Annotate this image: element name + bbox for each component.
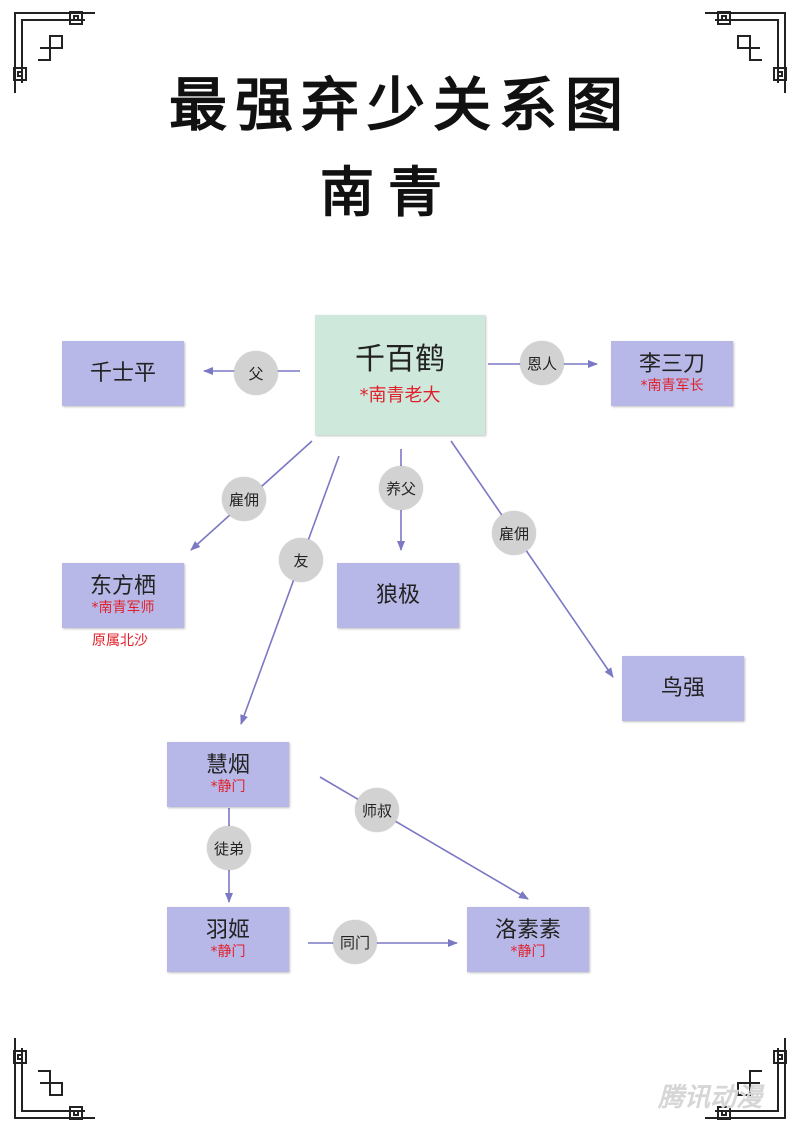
node-benefactor-note: *南青军长 bbox=[640, 377, 704, 394]
corner-ornament-top-right-icon bbox=[705, 11, 787, 93]
node-langji: 狼极 bbox=[337, 563, 459, 628]
node-niaoqiang-name: 鸟强 bbox=[660, 675, 705, 701]
relation-label-disciple: 徒弟 bbox=[207, 826, 251, 870]
node-huiyan: 慧烟 *静门 bbox=[167, 742, 289, 807]
node-center: 千百鹤 *南青老大 bbox=[315, 315, 485, 435]
arrow-employ-niaoqiang bbox=[450, 440, 614, 678]
diagram-title: 最强弃少关系图 bbox=[168, 71, 631, 139]
relation-label-employ-niaoqiang: 雇佣 bbox=[492, 511, 536, 555]
relation-label-uncle: 师叔 bbox=[355, 788, 399, 832]
node-dongfang-note: *南青军师 bbox=[91, 599, 155, 616]
node-huiyan-name: 慧烟 bbox=[205, 753, 250, 779]
corner-ornament-top-left-icon bbox=[13, 11, 95, 93]
node-benefactor-name: 李三刀 bbox=[638, 352, 705, 378]
relation-label-foster: 养父 bbox=[379, 466, 423, 510]
node-center-name: 千百鹤 bbox=[355, 341, 445, 377]
node-yuji-note: *静门 bbox=[210, 943, 246, 960]
node-benefactor: 李三刀 *南青军长 bbox=[611, 341, 733, 406]
node-huiyan-note: *静门 bbox=[210, 778, 246, 795]
arrow-friend bbox=[240, 455, 340, 725]
diagram-subtitle: 南青 bbox=[320, 160, 456, 224]
node-luosusu: 洛素素 *静门 bbox=[467, 907, 589, 972]
node-father: 千士平 bbox=[62, 341, 184, 406]
node-dongfang: 东方栖 *南青军师 bbox=[62, 563, 184, 628]
node-luosusu-name: 洛素素 bbox=[494, 918, 561, 944]
node-yuji: 羽姬 *静门 bbox=[167, 907, 289, 972]
node-luosusu-note: *静门 bbox=[510, 943, 546, 960]
node-dongfang-origin-note: 原属北沙 bbox=[92, 633, 148, 649]
node-langji-name: 狼极 bbox=[375, 582, 420, 608]
node-dongfang-name: 东方栖 bbox=[89, 574, 156, 600]
node-yuji-name: 羽姬 bbox=[205, 918, 250, 944]
corner-ornament-bottom-left-icon bbox=[13, 1038, 95, 1120]
node-center-note: *南青老大 bbox=[359, 385, 441, 407]
node-niaoqiang: 鸟强 bbox=[622, 656, 744, 721]
relation-label-father: 父 bbox=[234, 351, 278, 395]
corner-ornament-bottom-right-icon bbox=[705, 1038, 787, 1120]
watermark-logo: 腾讯动漫 bbox=[658, 1083, 763, 1113]
node-father-name: 千士平 bbox=[89, 360, 156, 386]
relation-label-employ-dongfang: 雇佣 bbox=[222, 477, 266, 521]
relation-label-benefactor: 恩人 bbox=[520, 341, 564, 385]
arrow-uncle bbox=[319, 776, 529, 900]
relation-label-same-sect: 同门 bbox=[333, 920, 377, 964]
relation-label-friend: 友 bbox=[279, 538, 323, 582]
